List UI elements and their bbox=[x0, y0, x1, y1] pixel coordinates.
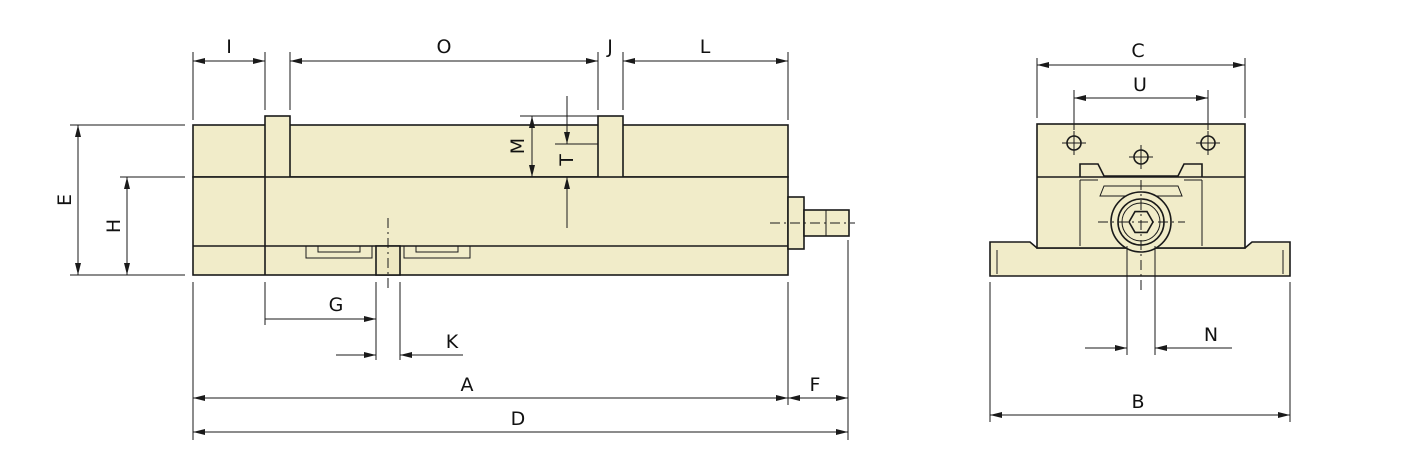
side-main-body bbox=[192, 176, 789, 276]
dim-label-j: J bbox=[606, 36, 613, 58]
front-view bbox=[989, 123, 1291, 290]
dim-label-d: D bbox=[511, 408, 526, 430]
front-base bbox=[989, 241, 1291, 277]
dim-label-n: N bbox=[1204, 324, 1218, 346]
dim-label-b: B bbox=[1131, 391, 1144, 413]
front-extension-lines bbox=[989, 58, 1291, 422]
dim-label-o: O bbox=[437, 36, 452, 58]
movable-jaw bbox=[597, 115, 624, 179]
dim-label-g: G bbox=[329, 294, 344, 316]
t-slot-left bbox=[305, 246, 373, 259]
dim-label-e: E bbox=[54, 194, 76, 206]
front-labels: C U N B bbox=[1131, 40, 1218, 413]
dim-label-c: C bbox=[1131, 40, 1144, 62]
side-labels: I O J L E H M T G K A F D bbox=[54, 36, 820, 430]
side-top-plate bbox=[192, 124, 789, 178]
fixed-jaw bbox=[264, 115, 291, 179]
front-jaw-notch bbox=[1079, 163, 1203, 177]
dim-label-k: K bbox=[446, 331, 459, 353]
dim-label-f: F bbox=[810, 374, 821, 396]
dim-label-u: U bbox=[1133, 74, 1147, 96]
side-view bbox=[192, 115, 855, 290]
dim-label-t: T bbox=[556, 154, 578, 167]
dim-label-i: I bbox=[226, 36, 232, 58]
dim-label-a: A bbox=[461, 374, 474, 396]
dim-label-h: H bbox=[103, 219, 125, 233]
side-dimension-lines bbox=[75, 58, 848, 435]
dim-label-m: M bbox=[507, 138, 529, 154]
front-guide-pocket bbox=[1079, 179, 1203, 246]
hex-socket bbox=[1128, 210, 1154, 234]
dim-label-l: L bbox=[700, 36, 711, 58]
front-dimension-lines bbox=[990, 62, 1290, 418]
t-slot-right bbox=[403, 246, 471, 259]
